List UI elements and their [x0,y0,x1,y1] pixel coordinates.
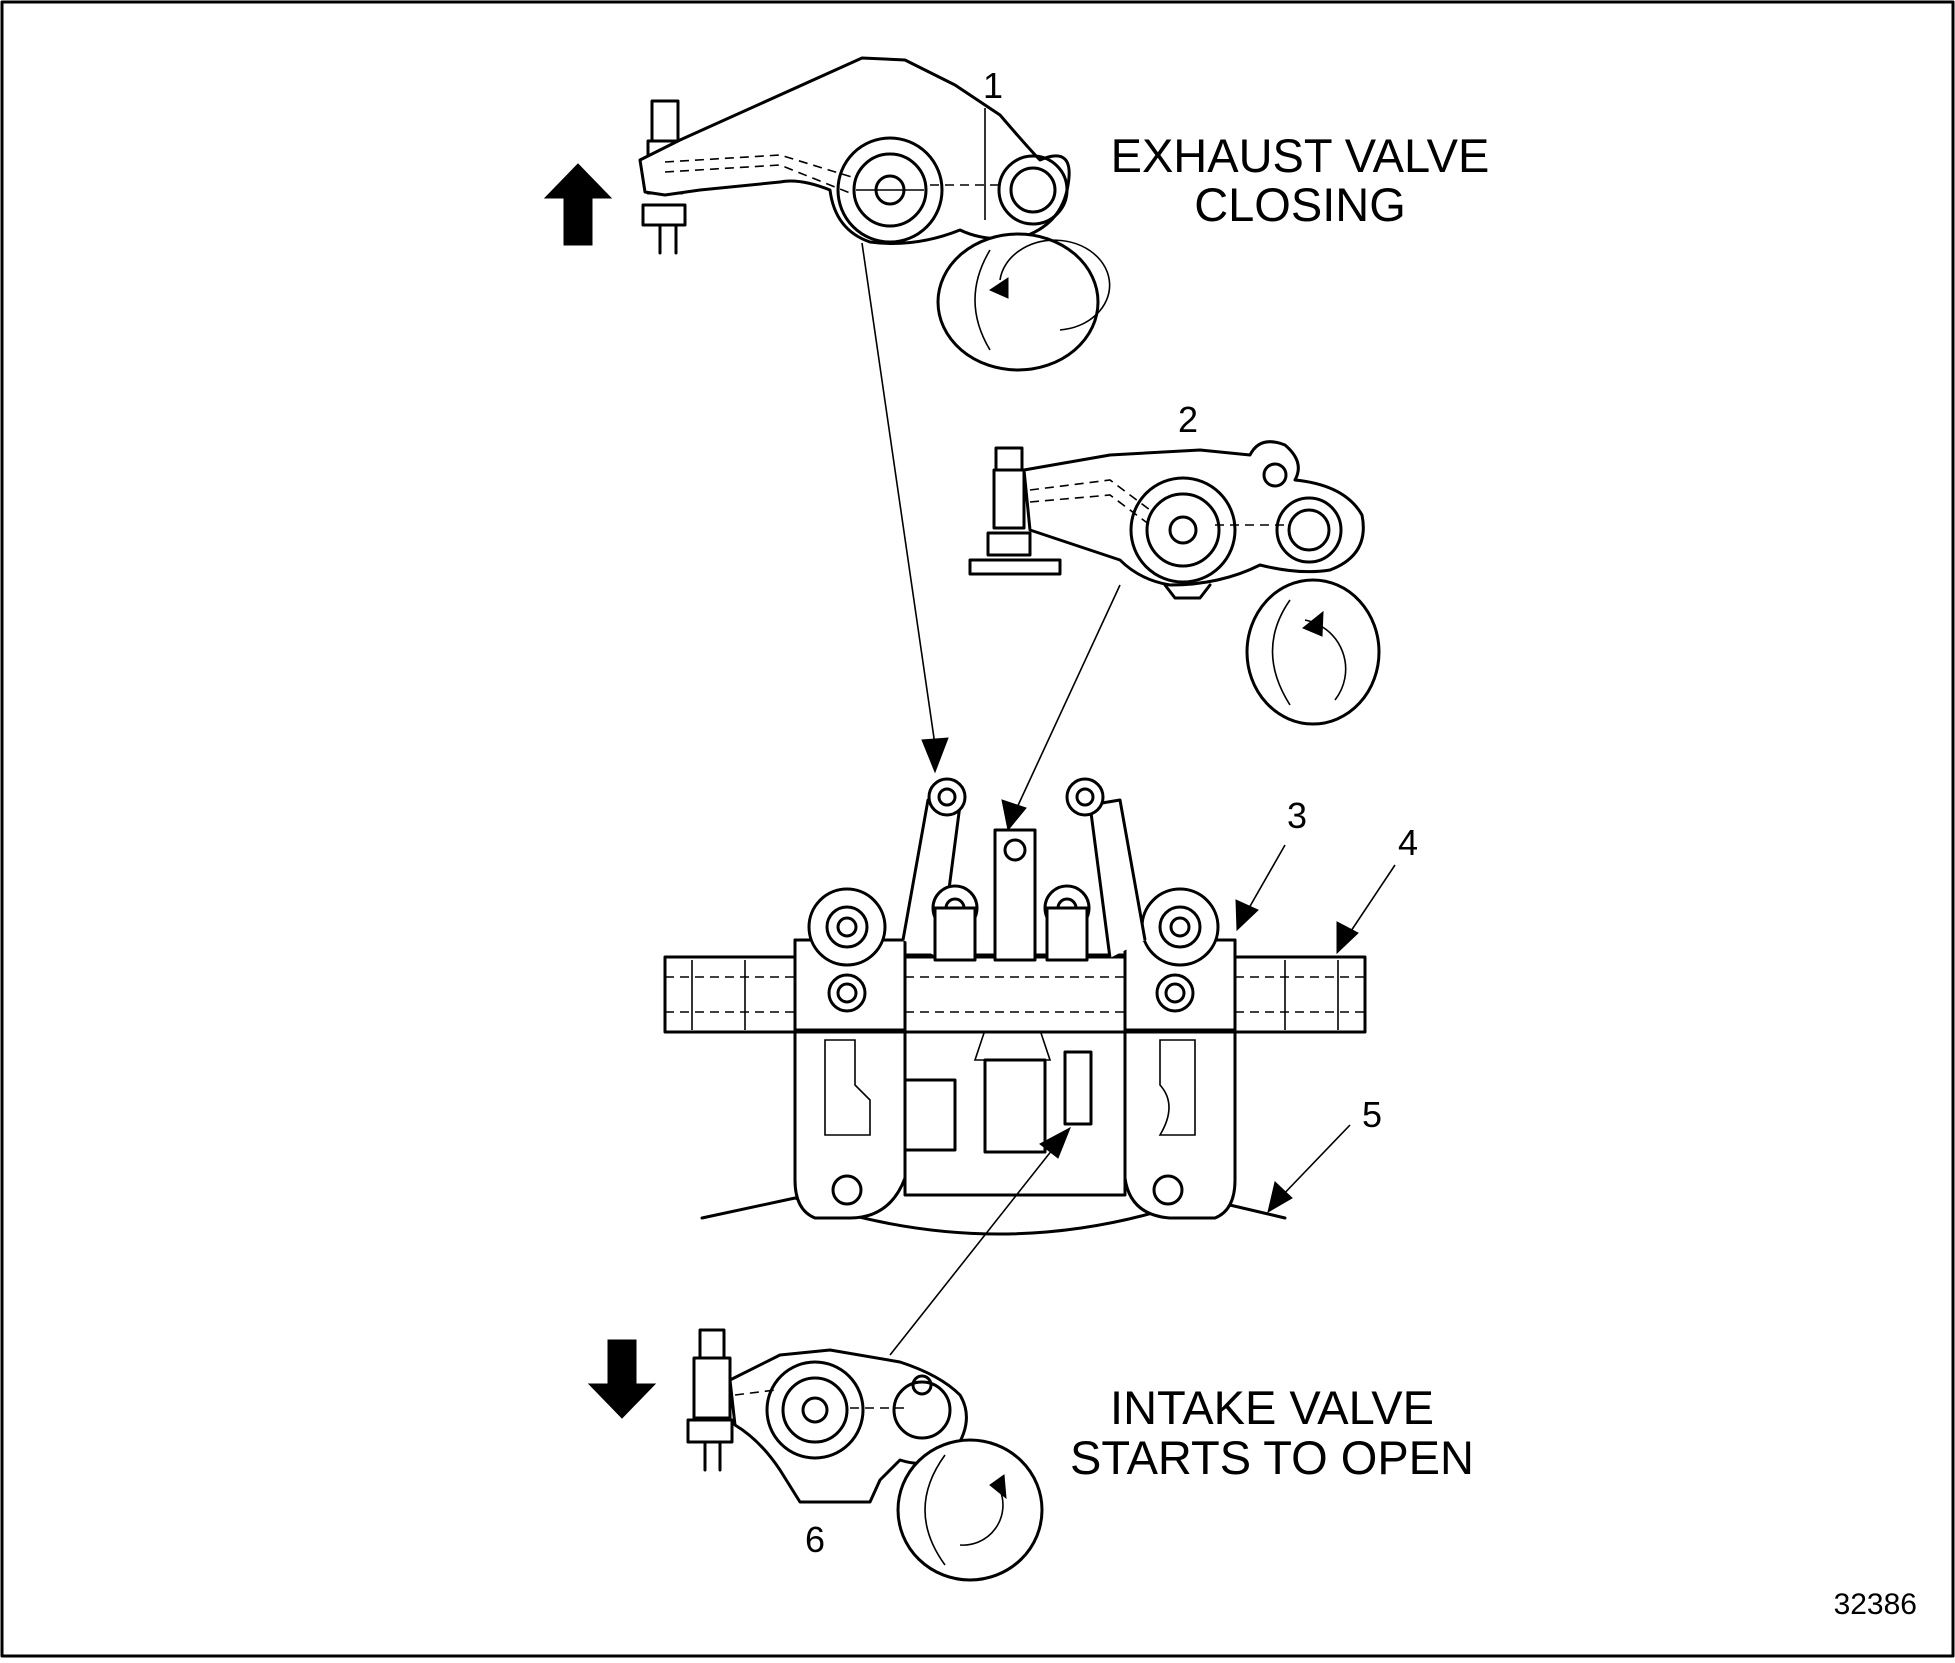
exhaust-caption-line2: CLOSING [1194,178,1406,231]
figure-number: 32386 [1834,1588,1917,1621]
exhaust-caption-line1: EXHAUST VALVE [1111,129,1490,182]
leader-lines [861,242,1396,1356]
callout-6: 6 [805,1519,825,1560]
callout-5: 5 [1362,1094,1382,1135]
rotation-arrow-icon [989,1474,1007,1500]
rotation-arrow-icon [988,277,1009,299]
intake-caption-line2: STARTS TO OPEN [1070,1431,1474,1484]
exhaust-camshaft-lobe [936,232,1111,372]
injector-camshaft-lobe [1245,578,1381,726]
rocker-shaft-assembly [663,777,1367,1236]
exhaust-rocker-arm [638,56,1071,255]
intake-caption-line1: INTAKE VALVE [1110,1381,1434,1434]
intake-camshaft-lobe [896,1438,1044,1582]
rocker-shaft [663,955,1367,1034]
arrow-up-icon [543,163,613,246]
rotation-arrow-icon [1302,610,1324,637]
callout-3: 3 [1287,795,1307,836]
callout-2: 2 [1178,399,1198,440]
callout-4: 4 [1398,822,1418,863]
arrow-down-icon [587,1339,657,1419]
callout-1: 1 [983,65,1003,106]
injector-rocker-arm [968,440,1365,600]
intake-rocker-arm [686,1328,968,1504]
